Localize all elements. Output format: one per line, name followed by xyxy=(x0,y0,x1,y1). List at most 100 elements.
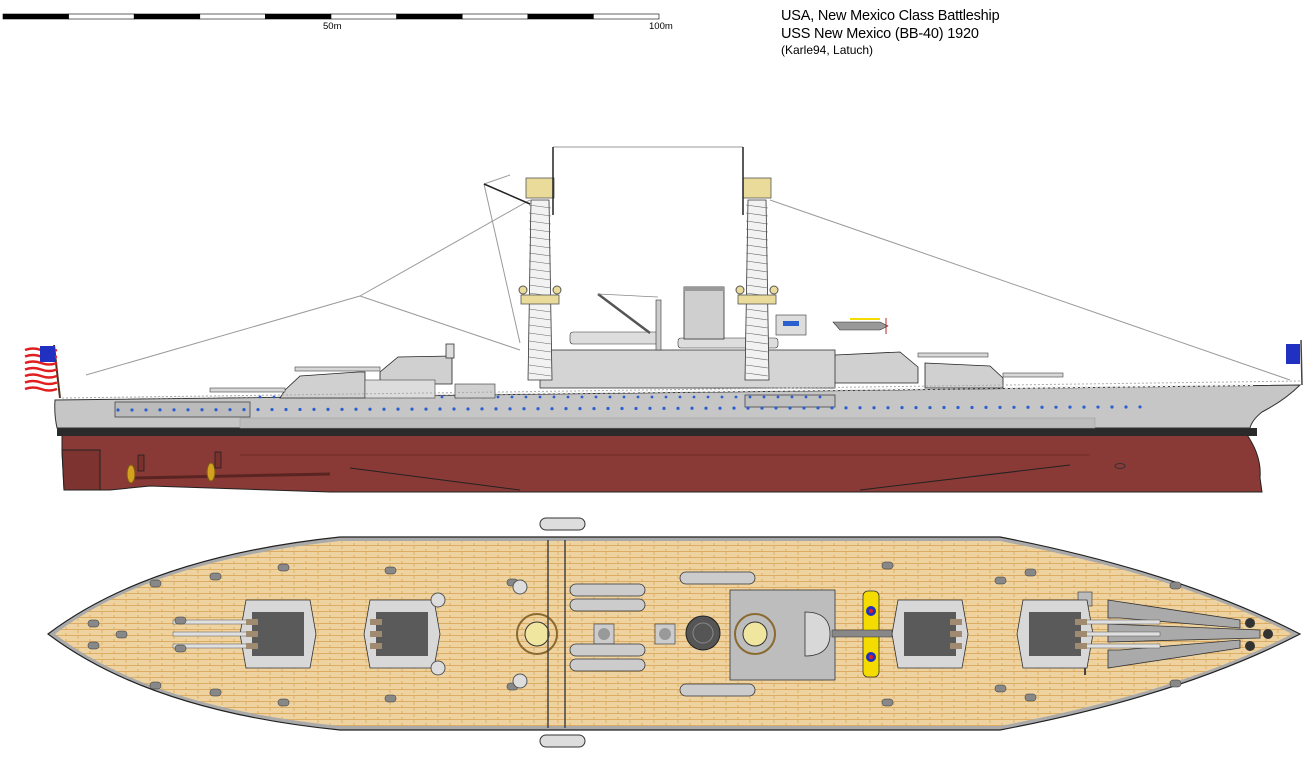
porthole xyxy=(676,406,680,410)
porthole xyxy=(886,406,890,410)
porthole xyxy=(790,395,794,399)
ventilator xyxy=(430,660,446,676)
searchlight-icon xyxy=(735,285,745,295)
gun-mantlet xyxy=(246,643,258,649)
porthole xyxy=(214,408,218,412)
porthole xyxy=(438,407,442,411)
searchlight-platform xyxy=(737,294,777,305)
porthole xyxy=(466,407,470,411)
porthole xyxy=(970,405,974,410)
flag-stripe xyxy=(24,366,58,373)
porthole xyxy=(900,406,904,410)
bollard xyxy=(115,630,128,639)
plan-view xyxy=(47,517,1302,748)
gun-mantlet xyxy=(950,619,962,625)
anchor-chain-gear xyxy=(1077,591,1273,675)
porthole xyxy=(452,407,456,411)
propeller-icon xyxy=(206,462,216,482)
porthole xyxy=(524,395,528,399)
jack-flag-icon xyxy=(1286,344,1300,364)
ship-boat xyxy=(679,571,756,585)
porthole xyxy=(858,406,862,410)
scale-segment xyxy=(593,13,660,20)
porthole xyxy=(1012,405,1016,409)
porthole xyxy=(608,395,612,399)
fire-control-top xyxy=(742,177,772,199)
bollard xyxy=(87,641,100,650)
porthole xyxy=(678,395,682,399)
scale-bar xyxy=(2,13,660,20)
aft-turrets xyxy=(209,343,496,399)
porthole xyxy=(480,407,484,411)
crane-boom xyxy=(597,293,651,334)
gun-mantlet xyxy=(1075,631,1087,637)
title-block: USA, New Mexico Class Battleship USS New… xyxy=(781,9,1000,56)
porthole xyxy=(538,395,542,399)
floatplane-profile xyxy=(832,318,889,334)
bollard xyxy=(174,616,187,625)
bollard xyxy=(1169,679,1182,688)
porthole xyxy=(774,406,778,410)
flag-stripe xyxy=(24,373,58,379)
porthole xyxy=(844,406,848,410)
gun-mantlet xyxy=(370,631,382,637)
gun-mantlet xyxy=(950,631,962,637)
gun-mantlet xyxy=(246,631,258,637)
deck-fittings xyxy=(87,561,1182,707)
turret-roof xyxy=(252,612,304,656)
porthole xyxy=(762,395,766,399)
bollard xyxy=(149,681,162,690)
flag-stripe xyxy=(24,386,58,392)
scale-segment xyxy=(199,13,266,20)
porthole xyxy=(284,407,288,412)
gun-mantlet xyxy=(1075,619,1087,625)
searchlight-icon xyxy=(769,285,779,295)
porthole xyxy=(580,395,584,399)
accommodation-ladder xyxy=(539,517,586,531)
side-profile xyxy=(24,146,1303,493)
porthole xyxy=(928,405,932,410)
scale-label-100m: 100m xyxy=(649,21,673,32)
porthole xyxy=(578,407,582,411)
propeller-icon xyxy=(126,464,136,484)
midships-plan xyxy=(516,517,893,748)
porthole xyxy=(592,406,596,411)
porthole xyxy=(228,408,232,412)
porthole xyxy=(648,406,652,411)
bollard xyxy=(881,561,894,570)
porthole xyxy=(1110,405,1114,409)
porthole xyxy=(914,406,918,410)
ventilator xyxy=(430,592,446,608)
funnel-top xyxy=(685,615,721,651)
porthole xyxy=(1138,405,1142,409)
scale-segment xyxy=(330,13,397,20)
porthole xyxy=(1096,405,1100,409)
bollard xyxy=(384,566,397,575)
turret-1 xyxy=(1016,599,1161,669)
porthole xyxy=(242,408,246,412)
porthole xyxy=(410,407,414,411)
scale-segment xyxy=(461,13,529,20)
porthole xyxy=(172,408,176,412)
turret-roof xyxy=(904,612,956,656)
porthole xyxy=(440,395,444,399)
bollard xyxy=(149,579,162,588)
turret-roof xyxy=(376,612,428,656)
porthole xyxy=(818,395,822,399)
ship-boat xyxy=(569,643,646,657)
gun-barrel xyxy=(1084,619,1161,625)
ship-boat xyxy=(569,598,646,612)
flag-canton xyxy=(40,346,55,362)
cage-mast xyxy=(744,199,770,381)
porthole xyxy=(186,408,190,412)
crane-post xyxy=(655,299,662,351)
porthole xyxy=(760,406,764,410)
scale-segment xyxy=(133,13,201,20)
bollard xyxy=(1169,581,1182,590)
accommodation-ladder xyxy=(539,734,586,748)
rigging xyxy=(85,146,1291,381)
porthole xyxy=(706,395,710,399)
porthole xyxy=(256,407,260,412)
porthole xyxy=(746,406,750,410)
hull-topside xyxy=(54,384,1302,429)
